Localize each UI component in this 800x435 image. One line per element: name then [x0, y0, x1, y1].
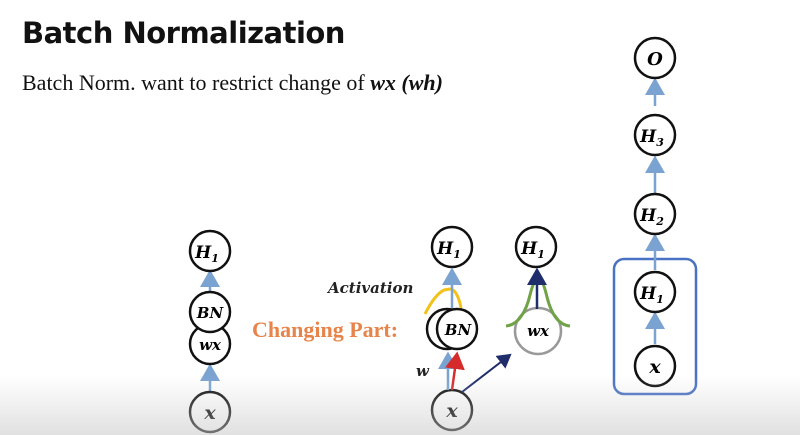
node-h2-label: H2 — [639, 206, 664, 228]
node-h1-label: H1 — [194, 243, 219, 265]
node-o — [633, 36, 677, 80]
node-bn-label: BN — [196, 304, 225, 322]
node-bn-mid-label: BN — [444, 321, 473, 339]
node-h1-mid — [430, 225, 474, 269]
arrow-x-to-wx-navy — [461, 353, 512, 393]
node-h2 — [633, 192, 677, 236]
node-h1-right-label: H1 — [520, 239, 545, 261]
node-bn — [188, 290, 232, 334]
subtitle-math-wx: wx — [370, 70, 396, 95]
node-h3-label: H3 — [639, 127, 664, 149]
changing-part-label: Changing Part: — [252, 317, 398, 342]
node-wx-label: wx — [199, 336, 222, 354]
node-h1 — [188, 229, 232, 273]
node-h1-right — [514, 225, 558, 269]
activation-label: Activation — [326, 279, 413, 297]
node-x-label: x — [203, 402, 216, 424]
node-h1-stack-label: H1 — [639, 284, 664, 306]
arrow-x-to-bn-red — [445, 351, 465, 391]
node-x-mid-label: x — [445, 400, 458, 422]
node-h1-mid-label: H1 — [436, 239, 461, 261]
left-column: wx BN H1 x — [188, 229, 232, 434]
slide-subtitle: Batch Norm. want to restrict change of w… — [22, 70, 443, 96]
middle-column: Activation H1 BN Changing Part: x w — [252, 225, 512, 432]
right-stack: O H3 H2 H1 x — [612, 36, 698, 396]
activation-curve — [423, 287, 463, 315]
weight-label: w — [416, 362, 430, 380]
subtitle-text: Batch Norm. want to restrict change of — [22, 70, 371, 95]
slide-title: Batch Normalization — [22, 16, 345, 50]
node-wx-right-label: wx — [527, 322, 550, 340]
third-column: H1 wx — [505, 225, 571, 356]
subtitle-math-wh: (wh) — [401, 70, 443, 95]
node-o-label: O — [647, 49, 663, 70]
node-bn-mid — [435, 307, 479, 351]
node-h3 — [633, 113, 677, 157]
node-x-stack-label: x — [648, 356, 661, 378]
node-h1-stack — [633, 270, 677, 314]
